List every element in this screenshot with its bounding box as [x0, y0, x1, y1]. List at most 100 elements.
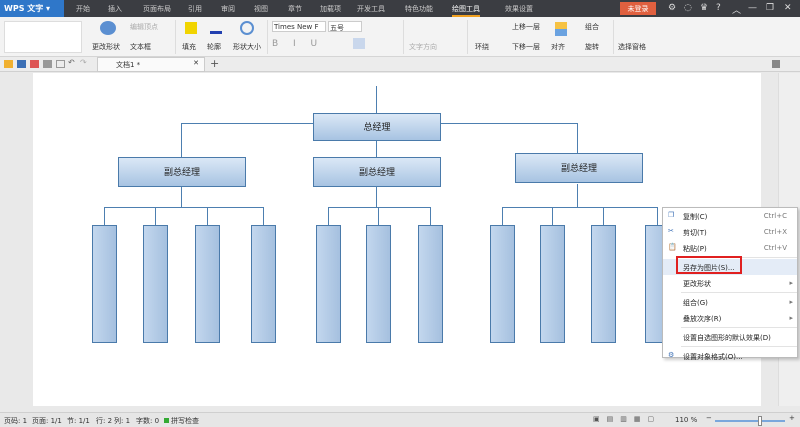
shirt-icon[interactable]: ♛ [700, 3, 709, 13]
connector-line [104, 207, 105, 225]
menu-item-label: 另存为图片(S)... [683, 264, 735, 272]
view-mode-buttons[interactable]: ▣▤▥▦▢ [593, 415, 662, 423]
settings-icon[interactable]: ⚙ [668, 3, 677, 13]
third-level-box[interactable] [490, 225, 515, 343]
submenu-arrow-icon: ▸ [789, 314, 793, 322]
font-name-select[interactable]: Times New F [272, 21, 326, 32]
zoom-level: 110 % [675, 416, 698, 424]
menu-item-label: 组合(G) [683, 299, 708, 307]
format-icon: ⚙ [668, 351, 675, 359]
rotate-button[interactable]: 旋转 [585, 43, 599, 51]
second-level-box[interactable]: 副总经理 [118, 157, 246, 187]
menu-item[interactable]: 组合(G)▸ [663, 294, 797, 310]
menu-separator [681, 292, 797, 293]
third-level-box[interactable] [251, 225, 276, 343]
restore-icon[interactable]: ❐ [766, 3, 775, 13]
third-level-box[interactable] [591, 225, 616, 343]
third-level-box[interactable] [316, 225, 341, 343]
menu-item[interactable]: 更改形状▸ [663, 275, 797, 291]
zoom-slider-handle[interactable] [758, 416, 762, 426]
menu-item-label: 设置自选图形的默认效果(D) [683, 334, 771, 342]
menu-item[interactable]: 另存为图片(S)... [663, 259, 797, 275]
spell-check-button[interactable]: 拼写检查 [171, 417, 199, 425]
login-button[interactable]: 未登录 [620, 2, 656, 15]
top-box[interactable]: 总经理 [313, 113, 441, 141]
collapse-icon[interactable]: ︿ [732, 6, 742, 16]
status-bar: 页码: 1 页面: 1/1 节: 1/1 行: 2 列: 1 字数: 0 拼写检… [0, 412, 800, 427]
bring-forward-button[interactable]: 上移一层 [512, 23, 540, 31]
skin-icon[interactable]: ◌ [684, 3, 692, 13]
tab-4[interactable]: 审阅 [221, 5, 235, 13]
minimize-icon[interactable]: — [748, 3, 757, 13]
zoom-slider[interactable] [715, 416, 785, 426]
tab-9[interactable]: 特色功能 [405, 5, 433, 13]
tab-6[interactable]: 章节 [288, 5, 302, 13]
align-justify-icon[interactable] [353, 38, 365, 49]
print-preview-icon[interactable] [56, 60, 65, 68]
print-icon[interactable] [43, 60, 52, 68]
menu-item[interactable]: ✂剪切(T)Ctrl+X [663, 224, 797, 240]
document-tab[interactable]: 文档1 *✕ [97, 57, 205, 72]
send-backward-button[interactable]: 下移一层 [512, 43, 540, 51]
change-shape-button[interactable]: 更改形状 [92, 43, 120, 51]
paste-icon: 📋 [668, 243, 677, 251]
close-icon[interactable]: ✕ [784, 3, 792, 13]
menu-item[interactable]: ⚙ 设置对象格式(O)... [663, 348, 797, 364]
shape-gallery[interactable] [4, 21, 82, 53]
app-menu-button[interactable]: WPS 文字 ▾ [0, 0, 64, 17]
group-button[interactable]: 组合 [585, 23, 599, 31]
undo-icon[interactable]: ↶ [68, 58, 75, 67]
third-level-box[interactable] [418, 225, 443, 343]
outline-button[interactable]: 轮廓 [207, 43, 221, 51]
tab-0[interactable]: 开始 [76, 5, 90, 13]
tab-5[interactable]: 视图 [254, 5, 268, 13]
third-level-box[interactable] [540, 225, 565, 343]
tab-10[interactable]: 绘图工具 [452, 0, 480, 17]
third-level-box[interactable] [143, 225, 168, 343]
third-level-box[interactable] [366, 225, 391, 343]
close-tab-icon[interactable]: ✕ [193, 59, 199, 67]
menu-item-shortcut: Ctrl+X [763, 228, 787, 236]
status-words: 字数: 0 [136, 417, 160, 425]
connector-line [104, 207, 263, 208]
tab-11[interactable]: 效果设置 [505, 5, 533, 13]
text-box-button[interactable]: 文本框 [130, 43, 151, 51]
fill-button[interactable]: 填充 [182, 43, 196, 51]
menu-item-label: 设置对象格式(O)... [683, 353, 743, 361]
help-icon[interactable]: ? [716, 3, 721, 13]
third-level-box[interactable] [92, 225, 117, 343]
export-pdf-icon[interactable] [30, 60, 39, 68]
zoom-in-button[interactable]: + [789, 414, 795, 422]
status-page: 页码: 1 [4, 417, 28, 425]
ribbon: 更改形状 编辑顶点 文本框 填充 轮廓 形状大小 Times New F 五号 … [0, 17, 800, 57]
wrap-button[interactable]: 环绕 [475, 43, 489, 51]
menu-item[interactable]: 设置自选图形的默认效果(D) [663, 329, 797, 345]
open-icon[interactable] [4, 60, 13, 68]
selection-pane-button[interactable]: 选择窗格 [618, 43, 646, 51]
submenu-arrow-icon: ▸ [789, 279, 793, 287]
tab-1[interactable]: 插入 [108, 5, 122, 13]
shape-size-button[interactable]: 形状大小 [233, 43, 261, 51]
tab-7[interactable]: 加载项 [320, 5, 341, 13]
tab-2[interactable]: 页面布局 [143, 5, 171, 13]
second-level-box[interactable]: 副总经理 [313, 157, 441, 187]
panel-icon[interactable] [772, 60, 780, 68]
connector-line [181, 123, 182, 157]
align-button[interactable]: 对齐 [551, 43, 565, 51]
font-style-buttons[interactable]: B I U [272, 39, 324, 49]
menu-item[interactable]: ❐复制(C)Ctrl+C [663, 208, 797, 224]
third-level-box[interactable] [195, 225, 220, 343]
font-size-select[interactable]: 五号 [328, 21, 362, 32]
shape-size-icon [240, 21, 254, 35]
menu-item[interactable]: 叠放次序(R)▸ [663, 310, 797, 326]
menu-separator [681, 346, 797, 347]
connector-line [657, 207, 658, 225]
tab-8[interactable]: 开发工具 [357, 5, 385, 13]
second-level-box[interactable]: 副总经理 [515, 153, 643, 183]
redo-icon[interactable]: ↷ [80, 58, 87, 67]
new-tab-icon[interactable]: + [210, 57, 220, 70]
zoom-out-button[interactable]: − [706, 414, 712, 422]
tab-3[interactable]: 引用 [188, 5, 202, 13]
menu-item[interactable]: 📋粘贴(P)Ctrl+V [663, 240, 797, 256]
save-icon[interactable] [17, 60, 26, 68]
